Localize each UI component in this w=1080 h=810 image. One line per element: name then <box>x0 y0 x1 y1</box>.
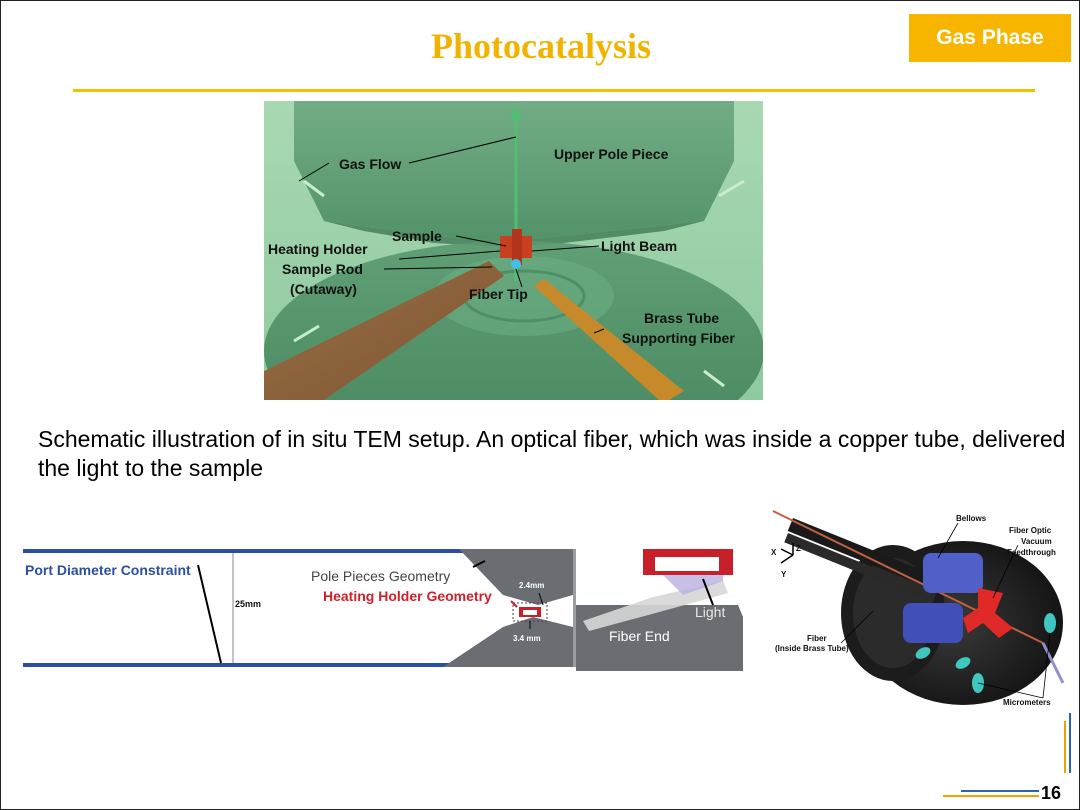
heating-holder-label: Heating Holder <box>268 241 368 257</box>
page-number: 16 <box>1041 783 1062 803</box>
sample-label: Sample <box>392 228 442 244</box>
gas-phase-badge: Gas Phase <box>909 14 1071 62</box>
port-diameter-label: Port Diameter Constraint <box>25 562 191 578</box>
axis-z-label: Z <box>796 544 801 553</box>
geometry-cross-section: Port Diameter Constraint 25mm Pole Piece… <box>23 545 753 671</box>
heating-holder-geometry-label: Heating Holder Geometry <box>323 588 492 604</box>
fiber-end-label: Fiber End <box>609 628 670 644</box>
pole-pieces-label: Pole Pieces Geometry <box>311 568 450 584</box>
bellows-label: Bellows <box>956 514 987 523</box>
corner-accent-blue <box>1069 713 1071 773</box>
axis-y-label: Y <box>781 570 787 579</box>
upper-pole-piece-label: Upper Pole Piece <box>554 146 669 162</box>
fiber-label-2: (Inside Brass Tube) <box>775 644 849 653</box>
corner-accent-orange <box>1064 721 1066 773</box>
fiber-optic-label-3: Feedthrough <box>1007 548 1056 557</box>
footer-rule-orange <box>943 795 1039 797</box>
micrometers-label: Micrometers <box>1003 698 1051 707</box>
figure-caption: Schematic illustration of in situ TEM se… <box>38 426 1066 481</box>
dim-34mm-label: 3.4 mm <box>513 634 541 643</box>
light-beam-label: Light Beam <box>601 238 677 254</box>
fiber-label-1: Fiber <box>807 634 827 643</box>
slide-title: Photocatalysis <box>431 26 651 66</box>
holder-3d-render: Bellows Fiber Optic Vacuum Feedthrough F… <box>763 493 1073 711</box>
cutaway-label: (Cutaway) <box>290 281 357 297</box>
gas-flow-label: Gas Flow <box>339 156 401 172</box>
axis-x-label: X <box>771 548 777 557</box>
tem-setup-illustration: Gas Flow Upper Pole Piece Sample Heating… <box>264 101 763 400</box>
fiber-tip-label: Fiber Tip <box>469 286 528 302</box>
brass-tube-label: Brass Tube <box>644 310 719 326</box>
dim-25mm-label: 25mm <box>235 599 261 609</box>
supporting-fiber-label: Supporting Fiber <box>622 330 735 346</box>
dim-24mm-label: 2.4mm <box>519 581 544 590</box>
light-label: Light <box>695 604 725 620</box>
sample-rod-label: Sample Rod <box>282 261 363 277</box>
fiber-optic-label-1: Fiber Optic <box>1009 526 1052 535</box>
fiber-optic-label-2: Vacuum <box>1021 537 1052 546</box>
footer-rule-blue <box>961 790 1039 792</box>
title-underline <box>73 89 1035 92</box>
